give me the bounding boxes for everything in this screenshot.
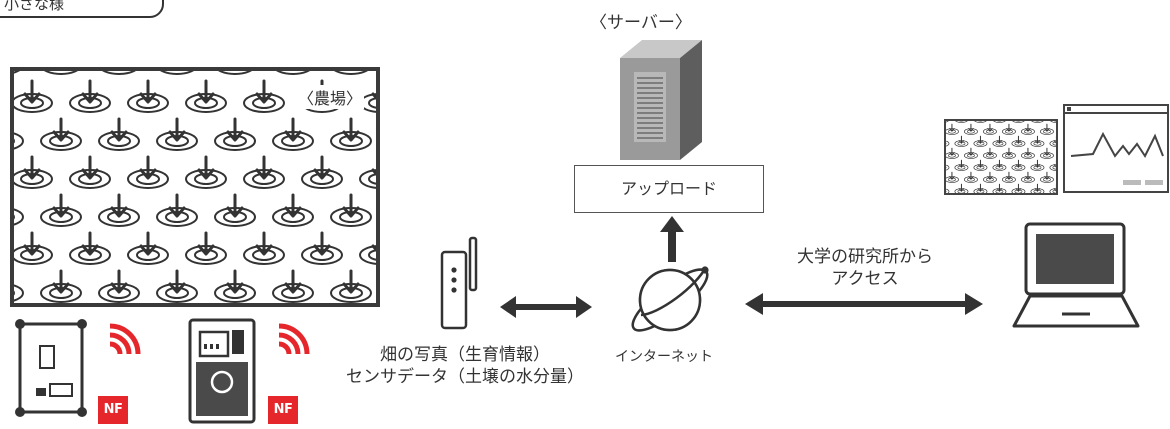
farm-plant-pattern [14,71,376,303]
router-internet-arrow [500,296,592,318]
server-label: 〈サーバー〉 [590,13,692,33]
thumbnail-plant-pattern [946,121,1056,193]
nfc-badge-1: NF [98,396,128,424]
farm-photo-thumbnail [944,119,1058,195]
laptop-icon [1012,222,1140,328]
wireless-signal-icon-1 [109,323,141,355]
upload-arrow [660,216,684,262]
router-icon [440,236,478,330]
sensor-graph-window [1063,104,1169,193]
university-line-1: 大学の研究所から [797,247,933,267]
upload-box: アップロード [574,165,764,213]
internet-label: インターネット [615,349,713,365]
university-access-text: 大学の研究所から アクセス [770,246,960,290]
farm-field: 〈農場〉 [10,67,380,307]
university-line-2: アクセス [831,269,899,289]
corner-tab-label: 小さな様 [4,0,65,13]
globe-icon [631,266,709,332]
nfc-badge-2: NF [268,396,298,424]
wireless-signal-icon-2 [278,323,310,355]
data-caption-line-2: センサデータ（土壌の水分量） [346,367,584,387]
server-tower-icon [620,40,702,160]
data-caption: 畑の写真（生育情報） センサデータ（土壌の水分量） [320,344,610,388]
sensor-device-1-icon [15,319,87,417]
internet-laptop-arrow [745,293,983,315]
corner-tab: 小さな様 [0,0,164,18]
data-caption-line-1: 畑の写真（生育情報） [380,345,550,365]
farm-label: 〈農場〉 [295,85,364,109]
upload-label: アップロード [620,179,717,198]
camera-device-icon [188,318,256,424]
